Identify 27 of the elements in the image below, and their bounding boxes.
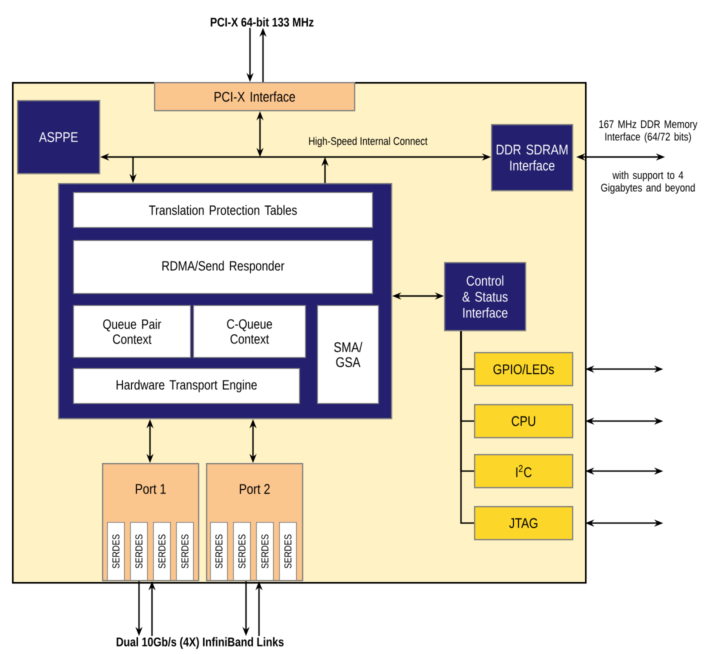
bus-label: PCI-X 64-bit 133 MHz	[210, 17, 314, 27]
interface-box: ASPPE	[17, 100, 100, 174]
edge-label: High-Speed Internal Connect	[307, 136, 429, 148]
function-box: Translation Protection Tables	[73, 192, 373, 228]
io-box: GPIO/LEDs	[474, 352, 574, 386]
serdes-box: SERDES	[210, 522, 228, 581]
bus-label: Dual 10Gb/s (4X) InfiniBand Links	[116, 637, 284, 649]
serdes-box: SERDES	[279, 522, 297, 581]
io-box: I$^{2}$C	[474, 454, 574, 488]
interface-box: PCI-X Interface	[154, 82, 356, 112]
function-box: SMA/ GSA	[317, 305, 379, 404]
serdes-box: SERDES	[256, 522, 274, 581]
connector-line	[460, 331, 474, 524]
function-box: Queue Pair Context	[73, 305, 191, 358]
serdes-box: SERDES	[153, 522, 171, 581]
interface-box: DDR SDRAM Interface	[491, 124, 574, 192]
io-box: CPU	[474, 404, 574, 438]
interface-box: Control & Status Interface	[444, 262, 526, 332]
function-box: RDMA/Send Responder	[73, 240, 373, 294]
serdes-box: SERDES	[176, 522, 194, 581]
function-box: Hardware Transport Engine	[73, 368, 300, 404]
serdes-box: SERDES	[107, 522, 125, 581]
serdes-box: SERDES	[233, 522, 251, 581]
io-box: JTAG	[474, 506, 574, 540]
serdes-box: SERDES	[130, 522, 148, 581]
memory-note: 167 MHz DDR Memory Interface (64/72 bits) with support to 4 Gigabytes and beyond	[599, 120, 698, 194]
function-box: C-Queue Context	[193, 305, 306, 358]
